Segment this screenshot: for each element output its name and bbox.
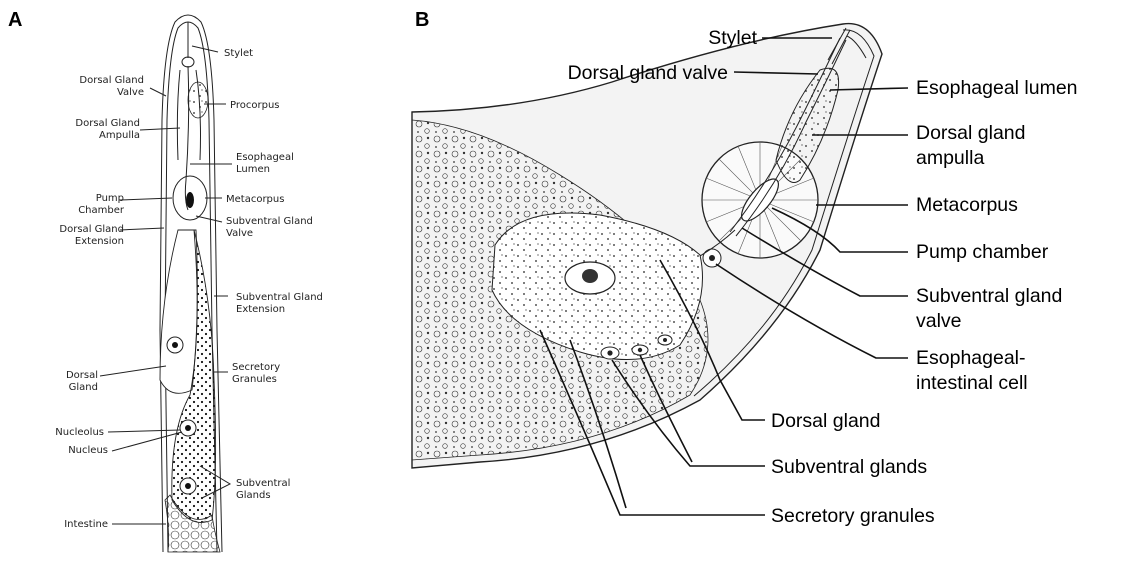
nematode-body-a — [160, 15, 222, 552]
label-a-nucleus: Nucleus — [68, 445, 108, 456]
label-b-subventral-gland-valve-1: Subventral gland — [916, 285, 1062, 307]
label-a-secretory-granules-2: Granules — [232, 374, 277, 385]
label-a-dorsal-gland-extension-2: Extension — [75, 236, 124, 247]
label-a-nucleolus: Nucleolus — [55, 427, 104, 438]
label-a-subventral-glands-1: Subventral — [236, 478, 290, 489]
label-b-metacorpus: Metacorpus — [916, 194, 1018, 216]
label-a-pump-chamber-2: Chamber — [78, 205, 125, 216]
panel-b: B — [412, 9, 1078, 527]
label-a-esophageal-lumen-2: Lumen — [236, 164, 270, 175]
label-a-dorsal-gland-ampulla-2: Ampulla — [99, 130, 140, 141]
label-b-dorsal-gland-valve: Dorsal gland valve — [568, 62, 728, 84]
label-b-secretory-granules: Secretory granules — [771, 505, 935, 527]
label-a-subventral-gland-extension-2: Extension — [236, 304, 285, 315]
label-a-stylet: Stylet — [224, 48, 253, 59]
label-a-dorsal-gland-valve-1: Dorsal Gland — [79, 75, 144, 86]
label-a-subventral-gland-valve-1: Subventral Gland — [226, 216, 313, 227]
label-a-subventral-glands-2: Glands — [236, 490, 271, 501]
label-a-dorsal-gland-valve-2: Valve — [117, 87, 144, 98]
label-b-esophageal-intestinal-cell-2: intestinal cell — [916, 372, 1028, 394]
label-a-metacorpus: Metacorpus — [226, 194, 284, 205]
panel-letter-b: B — [415, 9, 429, 31]
label-a-procorpus: Procorpus — [230, 100, 280, 111]
label-b-esophageal-intestinal-cell-1: Esophageal- — [916, 347, 1026, 369]
label-a-intestine: Intestine — [64, 519, 108, 530]
label-b-dorsal-gland-ampulla-1: Dorsal gland — [916, 122, 1025, 144]
label-a-esophageal-lumen-1: Esophageal — [236, 152, 294, 163]
label-a-secretory-granules-1: Secretory — [232, 362, 280, 373]
label-b-stylet: Stylet — [708, 27, 757, 49]
label-a-dorsal-gland-1: Dorsal — [66, 370, 98, 381]
label-a-subventral-gland-extension-1: Subventral Gland — [236, 292, 323, 303]
label-b-pump-chamber: Pump chamber — [916, 241, 1049, 263]
label-a-dorsal-gland-ampulla-1: Dorsal Gland — [75, 118, 140, 129]
label-b-dorsal-gland-ampulla-2: ampulla — [916, 147, 984, 169]
label-b-subventral-glands: Subventral glands — [771, 456, 927, 478]
panel-letter-a: A — [8, 9, 22, 31]
label-b-esophageal-lumen: Esophageal lumen — [916, 77, 1078, 99]
label-b-subventral-gland-valve-2: valve — [916, 310, 962, 332]
label-a-dorsal-gland-2: Gland — [69, 382, 98, 393]
label-a-subventral-gland-valve-2: Valve — [226, 228, 253, 239]
nematode-head-b — [412, 24, 882, 468]
panel-a: A — [8, 9, 323, 552]
label-b-dorsal-gland: Dorsal gland — [771, 410, 880, 432]
label-a-dorsal-gland-extension-1: Dorsal Gland — [59, 224, 124, 235]
label-a-pump-chamber-1: Pump — [96, 193, 124, 204]
